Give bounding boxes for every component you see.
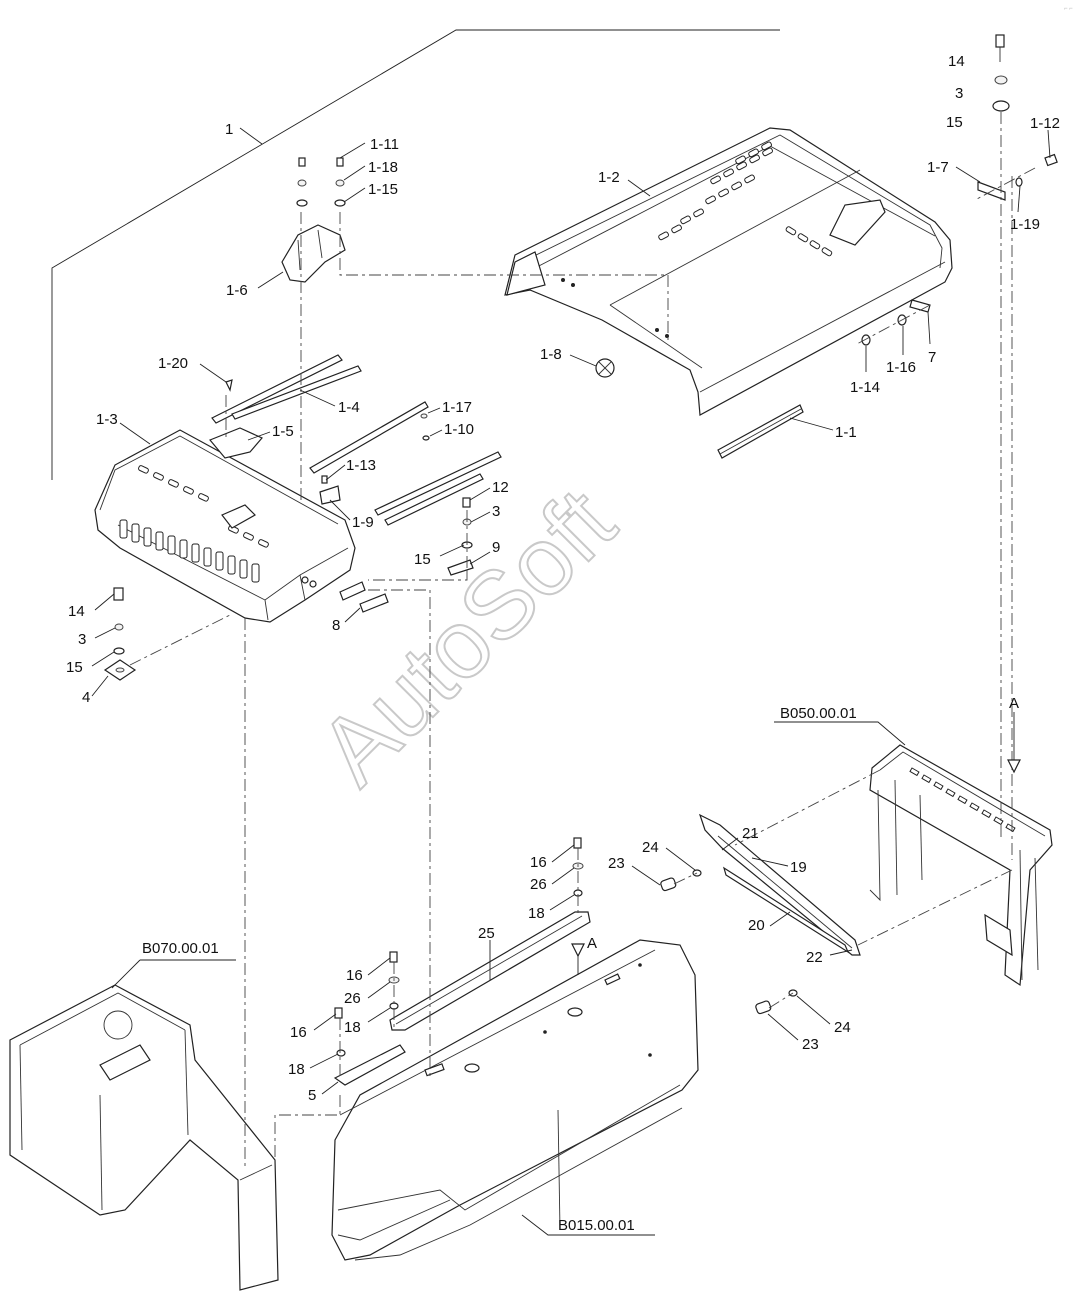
callout-4: 4: [82, 689, 90, 706]
callout-24-b: 24: [834, 1019, 851, 1036]
support-rods: [211, 354, 502, 613]
callout-3-left: 3: [78, 631, 86, 648]
view-arrow-a-mid: [571, 943, 585, 975]
callout-14-top: 14: [948, 53, 965, 70]
callout-15-mid: 15: [414, 551, 431, 568]
label-b050: B050.00.01: [780, 705, 857, 722]
callout-21: 21: [742, 825, 759, 842]
rear-cover-part-1-3: [94, 427, 356, 623]
callout-22: 22: [806, 949, 823, 966]
callout-1: 1: [225, 121, 233, 138]
hinge-bracket-part-1-6: [281, 157, 346, 283]
corner-mark: ⌐ ⌐: [1064, 6, 1073, 12]
callout-1-19: 1-19: [1010, 216, 1040, 233]
group-1-bracket: [51, 29, 780, 480]
callout-23-b: 23: [802, 1036, 819, 1053]
assembly-lines: [129, 112, 1036, 1170]
callout-26-a: 26: [530, 876, 547, 893]
callout-25: 25: [478, 925, 495, 942]
callout-18-b: 18: [344, 1019, 361, 1036]
callout-1-12: 1-12: [1030, 115, 1060, 132]
callout-3-mid: 3: [492, 503, 500, 520]
callout-1-3: 1-3: [96, 411, 118, 428]
top-cover-part-1-2: [504, 127, 953, 416]
callout-1-13: 1-13: [346, 457, 376, 474]
callout-15-top: 15: [946, 114, 963, 131]
callout-1-7: 1-7: [927, 159, 949, 176]
counterweight-b015: [331, 939, 699, 1261]
callout-a-mid: A: [587, 935, 597, 952]
brace-rods: [660, 813, 861, 1015]
callout-23-a: 23: [608, 855, 625, 872]
callout-8: 8: [332, 617, 340, 634]
callout-1-6: 1-6: [226, 282, 248, 299]
callout-1-10: 1-10: [444, 421, 474, 438]
callout-7: 7: [928, 349, 936, 366]
callout-18-c: 18: [288, 1061, 305, 1078]
frame-b050: [869, 744, 1053, 987]
callout-1-1: 1-1: [835, 424, 857, 441]
callout-1-20: 1-20: [158, 355, 188, 372]
seal-strip-part-1-1: [717, 404, 804, 459]
callout-18-a: 18: [528, 905, 545, 922]
callout-16-a: 16: [530, 854, 547, 871]
bracket-5: [333, 951, 406, 1086]
view-arrow-a-top: [1007, 712, 1021, 774]
fasteners-top-right: [861, 34, 1058, 346]
callout-1-9: 1-9: [352, 514, 374, 531]
callout-14-left: 14: [68, 603, 85, 620]
callout-19: 19: [790, 859, 807, 876]
callout-1-4: 1-4: [338, 399, 360, 416]
callout-5: 5: [308, 1087, 316, 1104]
leader-lines: [91, 129, 1051, 1236]
callout-20: 20: [748, 917, 765, 934]
callout-a-top: A: [1009, 695, 1019, 712]
callout-15-left: 15: [66, 659, 83, 676]
callout-3-top: 3: [955, 85, 963, 102]
callout-1-16: 1-16: [886, 359, 916, 376]
callout-1-18: 1-18: [368, 159, 398, 176]
callout-1-15: 1-15: [368, 181, 398, 198]
callout-16-c: 16: [290, 1024, 307, 1041]
callout-24-a: 24: [642, 839, 659, 856]
callout-26-b: 26: [344, 990, 361, 1007]
callout-1-17: 1-17: [442, 399, 472, 416]
frame-b050-slots: [909, 767, 1016, 833]
callout-12: 12: [492, 479, 509, 496]
callout-1-11: 1-11: [370, 136, 399, 153]
callout-9: 9: [492, 539, 500, 556]
callout-16-b: 16: [346, 967, 363, 984]
callout-1-5: 1-5: [272, 423, 294, 440]
callout-1-2: 1-2: [598, 169, 620, 186]
fasteners-left: [103, 587, 137, 681]
label-b070: B070.00.01: [142, 940, 219, 957]
callout-1-14: 1-14: [850, 379, 880, 396]
rear-cover-slots: [119, 465, 269, 583]
callout-1-8: 1-8: [540, 346, 562, 363]
label-b015: B015.00.01: [558, 1217, 635, 1234]
cover-slots: [658, 141, 833, 257]
frame-b070: [9, 984, 279, 1291]
plug-part-1-8: [595, 358, 615, 378]
callout-labels: 1 1-11 1-18 1-15 1-6 1-2 1-7 1-12 1-19 1…: [66, 53, 1060, 1234]
